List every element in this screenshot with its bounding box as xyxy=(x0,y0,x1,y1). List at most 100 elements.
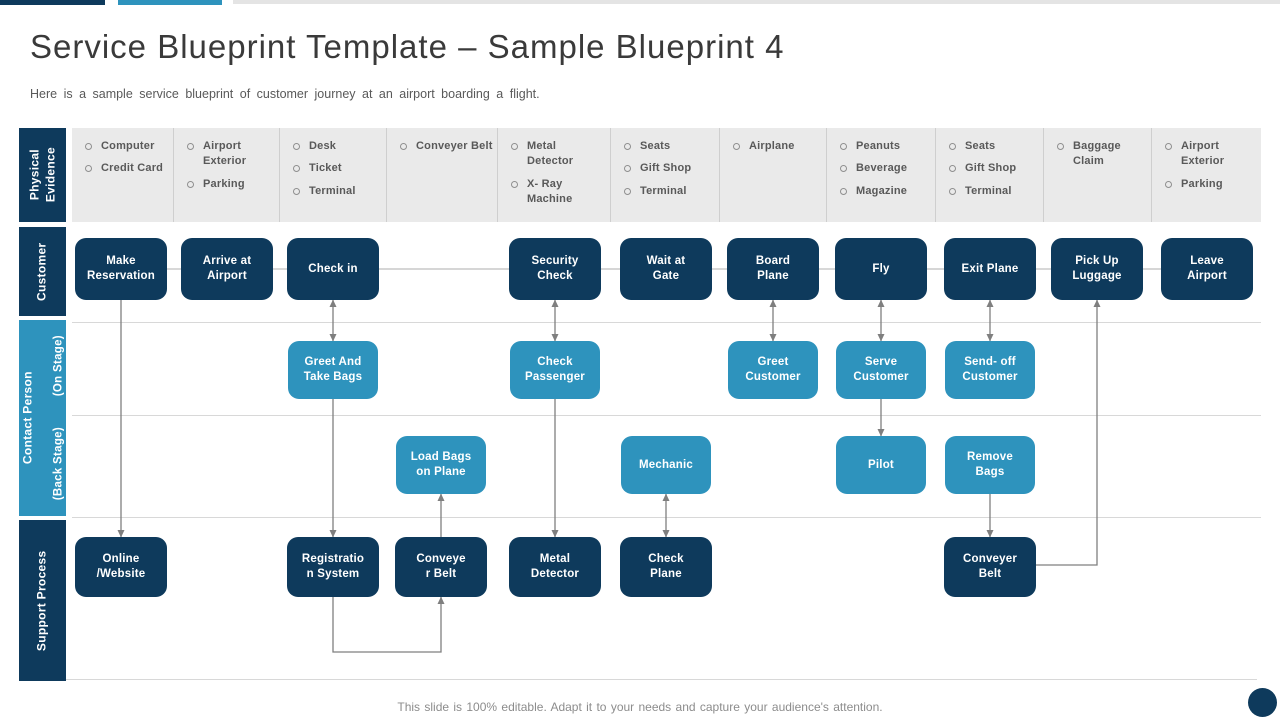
physical-evidence-cell: Metal Detector X- Ray Machine xyxy=(498,128,611,222)
bullet-icon xyxy=(187,143,194,150)
bullet-icon xyxy=(624,165,631,173)
top-bar-navy xyxy=(0,0,105,5)
step-box-wait-at-gate: Wait at Gate xyxy=(620,238,712,300)
step-box-exit-plane: Exit Plane xyxy=(944,238,1036,300)
physical-evidence-cell: Baggage Claim xyxy=(1044,128,1152,222)
bottom-separator xyxy=(66,679,1257,680)
physical-evidence-item: Beverage xyxy=(840,161,935,176)
physical-evidence-item: Parking xyxy=(187,177,279,192)
connector-arrow xyxy=(1036,299,1101,566)
physical-evidence-item: Airport Exterior xyxy=(1165,139,1261,170)
physical-evidence-text: Desk xyxy=(309,140,337,152)
physical-evidence-text: Magazine xyxy=(856,184,908,197)
page-subtitle: Here is a sample service blueprint of cu… xyxy=(30,87,540,101)
row-header-support-process: Support Process xyxy=(19,520,66,681)
bullet-icon xyxy=(840,187,847,195)
step-box-arrive-airport: Arrive at Airport xyxy=(181,238,273,300)
step-box-metal-detector-support: Metal Detector xyxy=(509,537,601,597)
bullet-icon xyxy=(733,143,740,150)
step-box-pick-up-luggage: Pick Up Luggage xyxy=(1051,238,1143,300)
step-box-check-plane: Check Plane xyxy=(620,537,712,597)
row-separator xyxy=(72,322,1261,323)
bullet-icon xyxy=(1165,180,1172,188)
physical-evidence-text: Parking xyxy=(203,177,245,190)
bullet-icon xyxy=(293,143,300,150)
step-box-pilot: Pilot xyxy=(836,436,926,494)
step-box-check-in: Check in xyxy=(287,238,379,300)
bullet-icon xyxy=(1165,143,1172,150)
row-separator xyxy=(72,415,1261,416)
row-header-label: Customer xyxy=(34,242,49,301)
bullet-icon xyxy=(949,187,956,195)
row-separator xyxy=(72,517,1261,518)
physical-evidence-item: Seats xyxy=(949,139,1043,154)
row-header-label: Physical Evidence xyxy=(26,147,57,203)
step-box-mechanic: Mechanic xyxy=(621,436,711,494)
physical-evidence-item: Credit Card xyxy=(85,161,173,176)
slide-footer: This slide is 100% editable. Adapt it to… xyxy=(397,700,883,714)
physical-evidence-item: Magazine xyxy=(840,184,935,199)
physical-evidence-text: Terminal xyxy=(640,184,687,197)
physical-evidence-item: Terminal xyxy=(949,184,1043,199)
physical-evidence-item: Airport Exterior xyxy=(187,139,279,170)
corner-circle-decoration xyxy=(1248,688,1277,717)
physical-evidence-item: Parking xyxy=(1165,177,1261,192)
physical-evidence-text: Computer xyxy=(101,140,155,152)
physical-evidence-cell: Conveyer Belt xyxy=(387,128,498,222)
bullet-icon xyxy=(85,143,92,150)
physical-evidence-text: Airport Exterior xyxy=(1181,140,1225,168)
step-box-fly: Fly xyxy=(835,238,927,300)
step-box-registration-system: Registratio n System xyxy=(287,537,379,597)
bullet-icon xyxy=(949,165,956,173)
row-header-physical-evidence: Physical Evidence xyxy=(19,128,66,222)
physical-evidence-item: Terminal xyxy=(293,184,386,199)
bullet-icon xyxy=(840,165,847,173)
physical-evidence-text: Credit Card xyxy=(101,162,164,175)
physical-evidence-text: X- Ray Machine xyxy=(527,177,573,206)
step-box-board-plane: Board Plane xyxy=(727,238,819,300)
physical-evidence-text: Gift Shop xyxy=(640,162,692,175)
row-header-label: Contact Person (Back Stage) (On Stage) xyxy=(4,320,81,516)
bullet-icon xyxy=(511,143,518,150)
physical-evidence-text: Parking xyxy=(1181,177,1223,190)
physical-evidence-text: Seats xyxy=(640,140,671,152)
physical-evidence-item: Gift Shop xyxy=(624,161,719,176)
physical-evidence-text: Conveyer Belt xyxy=(416,140,493,152)
step-box-remove-bags: Remove Bags xyxy=(945,436,1035,494)
physical-evidence-item: Peanuts xyxy=(840,139,935,154)
bullet-icon xyxy=(1057,143,1064,150)
step-box-conveyer-belt-arrival: Conveyer Belt xyxy=(944,537,1036,597)
physical-evidence-item: Computer xyxy=(85,139,173,154)
physical-evidence-text: Airport Exterior xyxy=(203,140,247,168)
physical-evidence-text: Gift Shop xyxy=(965,162,1017,175)
row-header-label: Support Process xyxy=(34,550,49,651)
bullet-icon xyxy=(840,143,847,150)
step-box-greet-customer: Greet Customer xyxy=(728,341,818,399)
step-box-greet-take-bags: Greet And Take Bags xyxy=(288,341,378,399)
physical-evidence-item: Desk xyxy=(293,139,386,154)
physical-evidence-text: Seats xyxy=(965,140,996,152)
physical-evidence-text: Peanuts xyxy=(856,140,901,152)
physical-evidence-item: Ticket xyxy=(293,161,386,176)
bullet-icon xyxy=(187,180,194,188)
step-box-serve-customer: Serve Customer xyxy=(836,341,926,399)
row-header-contact-person: Contact Person (Back Stage) (On Stage) xyxy=(19,320,66,516)
top-bar-gray xyxy=(233,0,1280,4)
step-box-leave-airport: Leave Airport xyxy=(1161,238,1253,300)
top-bar-teal xyxy=(118,0,222,5)
contact-person-label: Contact Person xyxy=(19,371,34,465)
physical-evidence-text: Airplane xyxy=(749,140,795,152)
physical-evidence-text: Beverage xyxy=(856,162,908,175)
bullet-icon xyxy=(293,187,300,195)
step-box-check-passenger: Check Passenger xyxy=(510,341,600,399)
back-stage-label: (Back Stage) xyxy=(51,427,64,501)
physical-evidence-item: Baggage Claim xyxy=(1057,139,1151,170)
physical-evidence-item: Metal Detector xyxy=(511,139,610,170)
